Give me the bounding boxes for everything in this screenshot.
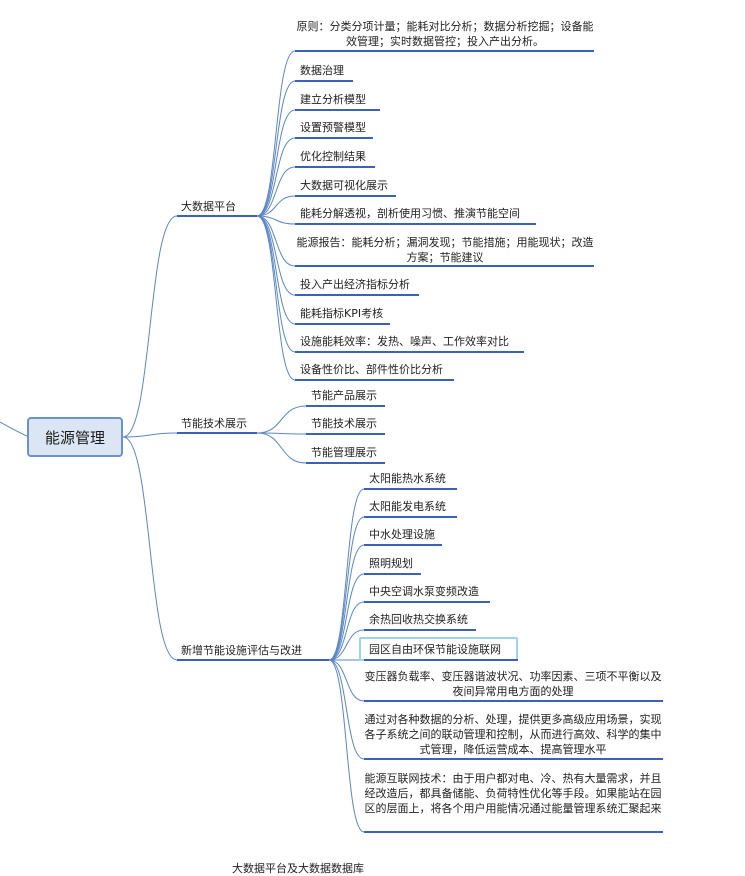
node-solar-hot-water[interactable]: 太阳能热水系统 — [369, 472, 446, 485]
node-underline — [295, 265, 594, 267]
node-lighting-plan[interactable]: 照明规划 — [369, 557, 413, 570]
node-hvac-pump-vfd[interactable]: 中央空调水泵变频改造 — [369, 585, 479, 598]
node-underline — [295, 137, 373, 139]
branch-to-node-connector — [256, 215, 296, 225]
branch-to-node-connector — [256, 137, 296, 217]
level2-connectors — [256, 50, 365, 833]
branch-to-node-connector — [328, 659, 365, 702]
node-underline — [295, 351, 524, 353]
node-underline — [295, 195, 396, 197]
node-underline — [364, 659, 518, 661]
node-underline — [364, 700, 663, 702]
branch-to-node-connector — [328, 488, 365, 661]
branch-underline — [177, 659, 329, 661]
node-energy-management-showcase[interactable]: 节能管理展示 — [311, 446, 377, 459]
branch-to-node-connector — [256, 215, 296, 353]
node-underline — [364, 629, 476, 631]
branch-to-node-connector — [256, 215, 296, 325]
footer-cut-off-label: 大数据平台及大数据数据库 — [232, 862, 364, 875]
branch-to-node-connector — [256, 405, 307, 434]
branch-underline — [177, 215, 257, 217]
branch-bigdata-platform[interactable]: 大数据平台 — [181, 200, 236, 213]
node-build-analysis-model[interactable]: 建立分析模型 — [300, 93, 366, 106]
node-reclaimed-water[interactable]: 中水处理设施 — [369, 528, 435, 541]
node-roi-economic-indicators[interactable]: 投入产出经济指标分析 — [300, 278, 410, 291]
branch-to-node-connector — [256, 432, 307, 464]
node-underline — [295, 379, 454, 381]
node-bigdata-visualization[interactable]: 大数据可视化展示 — [300, 179, 388, 192]
node-underline — [295, 294, 419, 296]
branch-to-node-connector — [256, 50, 296, 217]
node-energy-products[interactable]: 节能产品展示 — [311, 389, 377, 402]
root-node-label: 能源管理 — [44, 428, 105, 447]
branch-to-node-connector — [328, 516, 365, 661]
node-underline — [295, 323, 390, 325]
branch-to-node-connector — [328, 629, 365, 661]
node-underline — [306, 462, 385, 464]
root-to-branch-connector — [122, 215, 178, 438]
node-park-facility-networking[interactable]: 园区自由环保节能设施联网 — [369, 643, 501, 656]
node-underline — [364, 758, 663, 760]
node-data-analysis-linkage[interactable]: 通过对各种数据的分析、处理，提供更多高级应用场景，实现各子系统之间的联动管理和控… — [364, 713, 662, 756]
node-consumption-breakdown[interactable]: 能耗分解透视，剖析使用习惯、推演节能空间 — [300, 207, 520, 220]
branch-to-node-connector — [328, 601, 365, 661]
node-kpi-assessment[interactable]: 能耗指标KPI考核 — [300, 307, 384, 320]
branch-to-node-connector — [256, 215, 296, 381]
branch-to-node-connector — [328, 573, 365, 661]
node-energy-technologies[interactable]: 节能技术展示 — [311, 417, 377, 430]
node-underline — [364, 488, 457, 490]
node-underline — [364, 573, 421, 575]
root-lead-line — [0, 421, 28, 437]
node-underline — [364, 831, 663, 833]
root-to-branch-connector — [122, 436, 178, 661]
node-underline — [364, 516, 457, 518]
branch-to-node-connector — [256, 166, 296, 217]
node-data-governance[interactable]: 数据治理 — [300, 64, 344, 77]
node-energy-internet[interactable]: 能源互联网技术：由于用户都对电、冷、热有大量需求，并且经改造后，都具备储能、负荷… — [364, 772, 662, 815]
node-energy-report[interactable]: 能源报告：能耗分析；漏洞发现；节能措施；用能现状；改造方案；节能建议 — [296, 236, 594, 264]
node-underline — [295, 50, 594, 52]
branch-to-node-connector — [256, 195, 296, 217]
node-set-warning-model[interactable]: 设置预警模型 — [300, 121, 366, 134]
node-optimize-control-results[interactable]: 优化控制结果 — [300, 150, 366, 163]
node-underline — [295, 109, 380, 111]
root-to-branch-connector — [122, 432, 178, 438]
branch-to-node-connector — [256, 215, 296, 267]
node-underline — [295, 223, 536, 225]
branch-to-node-connector — [328, 659, 365, 833]
branch-to-node-connector — [256, 80, 296, 217]
branch-underline — [177, 432, 257, 434]
node-underline — [295, 80, 353, 82]
node-cost-performance-analysis[interactable]: 设备性价比、部件性价比分析 — [300, 363, 443, 376]
branch-to-node-connector — [256, 432, 307, 435]
root-node-energy-management[interactable]: 能源管理 — [27, 417, 123, 457]
level1-connectors — [122, 215, 178, 661]
node-underline — [364, 544, 442, 546]
node-transformer-handling[interactable]: 变压器负载率、变压器谐波状况、功率因素、三项不平衡以及夜间异常用电方面的处理 — [364, 670, 662, 698]
branch-to-node-connector — [256, 109, 296, 217]
branch-energy-tech-showcase[interactable]: 节能技术展示 — [181, 417, 247, 430]
node-heat-recovery[interactable]: 余热回收热交换系统 — [369, 613, 468, 626]
node-underline — [306, 433, 385, 435]
branch-to-node-connector — [328, 659, 365, 760]
node-principles[interactable]: 原则：分类分项计量；能耗对比分析；数据分析挖掘；设备能效管理；实时数据管控；投入… — [296, 20, 594, 48]
node-underline — [306, 405, 385, 407]
node-facility-efficiency[interactable]: 设施能耗效率：发热、噪声、工作效率对比 — [300, 335, 509, 348]
node-solar-power[interactable]: 太阳能发电系统 — [369, 500, 446, 513]
node-underline — [364, 601, 490, 603]
node-underline — [295, 166, 375, 168]
branch-to-node-connector — [328, 544, 365, 661]
branch-new-facility-evaluation[interactable]: 新增节能设施评估与改进 — [181, 644, 302, 657]
